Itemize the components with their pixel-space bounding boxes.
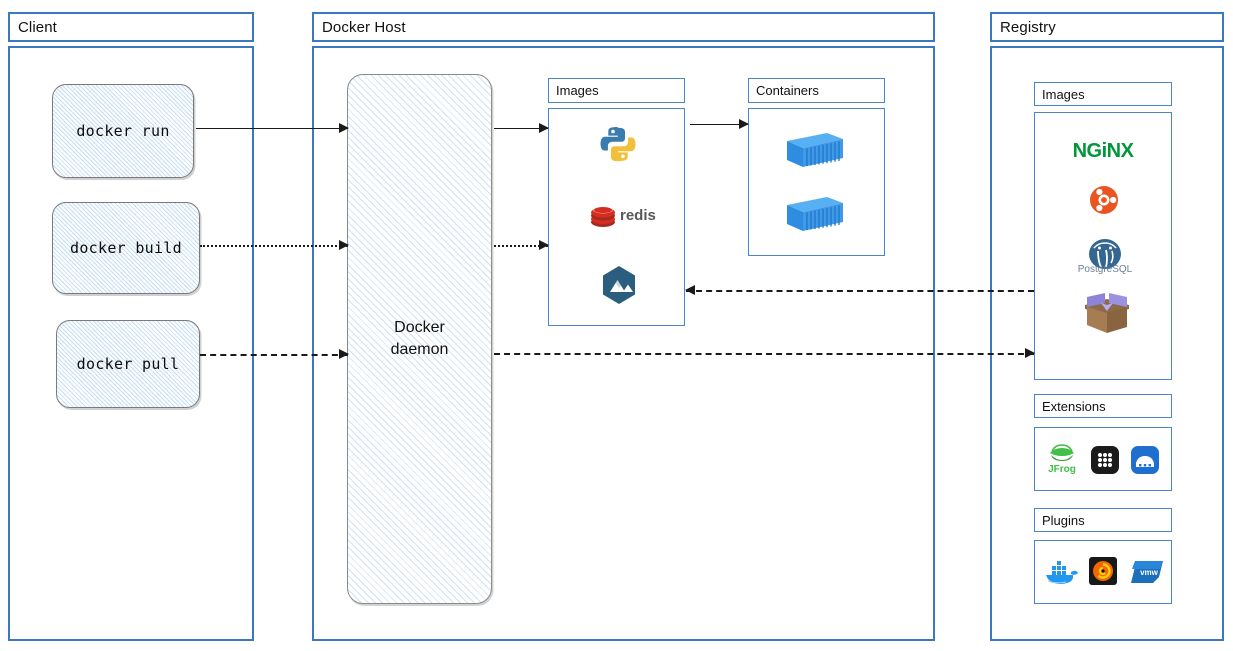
vmware-logo-icon: vmw (1126, 556, 1168, 588)
storage-app-icon (1130, 445, 1160, 475)
subpanel-label-containers: Containers (756, 83, 819, 98)
subpanel-label-extensions: Extensions (1042, 398, 1106, 414)
subpanel-title-plugins: Plugins (1034, 508, 1172, 532)
panel-title-client: Client (8, 12, 254, 42)
arrowhead-icon (339, 349, 349, 359)
subpanel-body-containers (748, 108, 885, 256)
subpanel-label-host-images: Images (556, 83, 599, 98)
nginx-logo-icon: NGiNX (1072, 139, 1134, 162)
subpanel-label-registry-images: Images (1042, 86, 1085, 102)
docker-daemon-box[interactable]: Docker daemon (347, 74, 492, 604)
command-label-docker-build: docker build (70, 239, 182, 257)
grafana-logo-icon (1088, 556, 1118, 586)
subpanel-title-registry-images: Images (1034, 82, 1172, 106)
postgresql-logo-label: PostgreSQL (1077, 263, 1133, 275)
subpanel-body-host-images (548, 108, 685, 326)
shipping-container-icon-1 (782, 126, 848, 172)
command-label-docker-run: docker run (76, 122, 170, 140)
app-grid-icon (1090, 445, 1120, 475)
open-box-icon (1078, 288, 1136, 338)
alpine-logo-icon (596, 262, 642, 308)
arrowhead-icon (739, 119, 749, 129)
docker-whale-icon (1042, 556, 1080, 588)
panel-label-registry: Registry (1000, 18, 1056, 36)
vmware-logo-text: vmw (1140, 568, 1159, 577)
command-label-docker-pull: docker pull (76, 355, 180, 373)
docker-daemon-label: Docker daemon (390, 319, 449, 358)
panel-label-client: Client (18, 18, 57, 36)
shipping-container-icon-2 (782, 190, 848, 236)
python-logo-icon (596, 122, 640, 166)
arrowhead-icon (539, 123, 549, 133)
subpanel-title-host-images: Images (548, 78, 685, 103)
redis-logo-label: redis (620, 206, 656, 224)
arrowhead-icon (339, 240, 349, 250)
arrowhead-icon (685, 285, 695, 295)
svg-text:JFrog: JFrog (1048, 464, 1076, 475)
subpanel-title-extensions: Extensions (1034, 394, 1172, 418)
command-box-docker-pull[interactable]: docker pull (56, 320, 200, 408)
ubuntu-logo-icon (1088, 184, 1120, 216)
command-box-docker-build[interactable]: docker build (52, 202, 200, 294)
arrowhead-icon (339, 123, 349, 133)
redis-logo-icon (588, 200, 618, 232)
postgresql-logo-icon (1084, 238, 1126, 272)
subpanel-label-plugins: Plugins (1042, 512, 1085, 528)
arrowhead-icon (1025, 348, 1035, 358)
panel-label-docker-host: Docker Host (322, 18, 406, 36)
command-box-docker-run[interactable]: docker run (52, 84, 194, 178)
arrowhead-icon (539, 240, 549, 250)
panel-title-registry: Registry (990, 12, 1224, 42)
jfrog-logo-icon: JFrog (1044, 441, 1080, 477)
subpanel-title-containers: Containers (748, 78, 885, 103)
panel-title-docker-host: Docker Host (312, 12, 935, 42)
